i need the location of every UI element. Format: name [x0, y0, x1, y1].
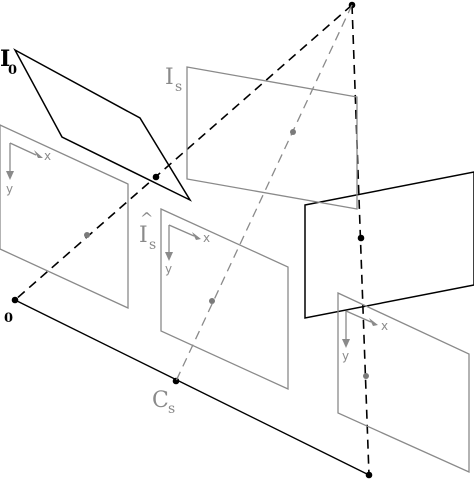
ray-apex-cs [175, 4, 353, 382]
plane-i0 [13, 48, 192, 202]
label-i0: I [0, 46, 10, 72]
plane-left-image [0, 124, 129, 310]
axis-y-label-left: y [6, 182, 13, 196]
label-cs-subscript: s [168, 401, 175, 417]
ray-apex-origin [14, 4, 353, 301]
axis-x-label-is-hat: x [203, 231, 210, 245]
label-is-subscript: s [175, 79, 182, 95]
label-is: I [165, 65, 174, 90]
plane-bottom-right-image [337, 291, 470, 474]
plane-is-hat [160, 207, 289, 391]
origin-point [11, 296, 19, 304]
axes-left-plane [6, 142, 43, 180]
cs-point [172, 377, 180, 385]
label-is-hat-subscript: s [149, 237, 156, 253]
ray-apex-bottom [351, 4, 370, 476]
is-center-point [290, 129, 296, 135]
axis-y-label-bottom-right: y [342, 349, 349, 363]
label-i0-subscript: 0 [8, 63, 17, 78]
axes-bottom-right-plane [342, 310, 378, 348]
axis-x-label-left: x [44, 149, 51, 163]
bottom-point [365, 471, 373, 479]
plane-is [186, 66, 358, 210]
is-hat-center-point [209, 298, 215, 304]
label-cs: C [152, 388, 169, 413]
axis-x-label-bottom-right: x [381, 319, 388, 333]
axes-is-hat-plane [165, 224, 201, 261]
axis-y-label-is-hat: y [165, 262, 172, 276]
left-plane-center-point [84, 232, 90, 238]
right-plane-intersection-point [357, 234, 365, 242]
bottom-right-plane-center-point [363, 373, 369, 379]
i0-intersection-point [152, 173, 160, 181]
label-origin: 0 [4, 311, 13, 326]
baseline [14, 299, 370, 476]
plane-right-black [304, 171, 474, 319]
label-is-hat-accent: ^ [140, 209, 153, 228]
label-is-hat: I [139, 223, 148, 248]
